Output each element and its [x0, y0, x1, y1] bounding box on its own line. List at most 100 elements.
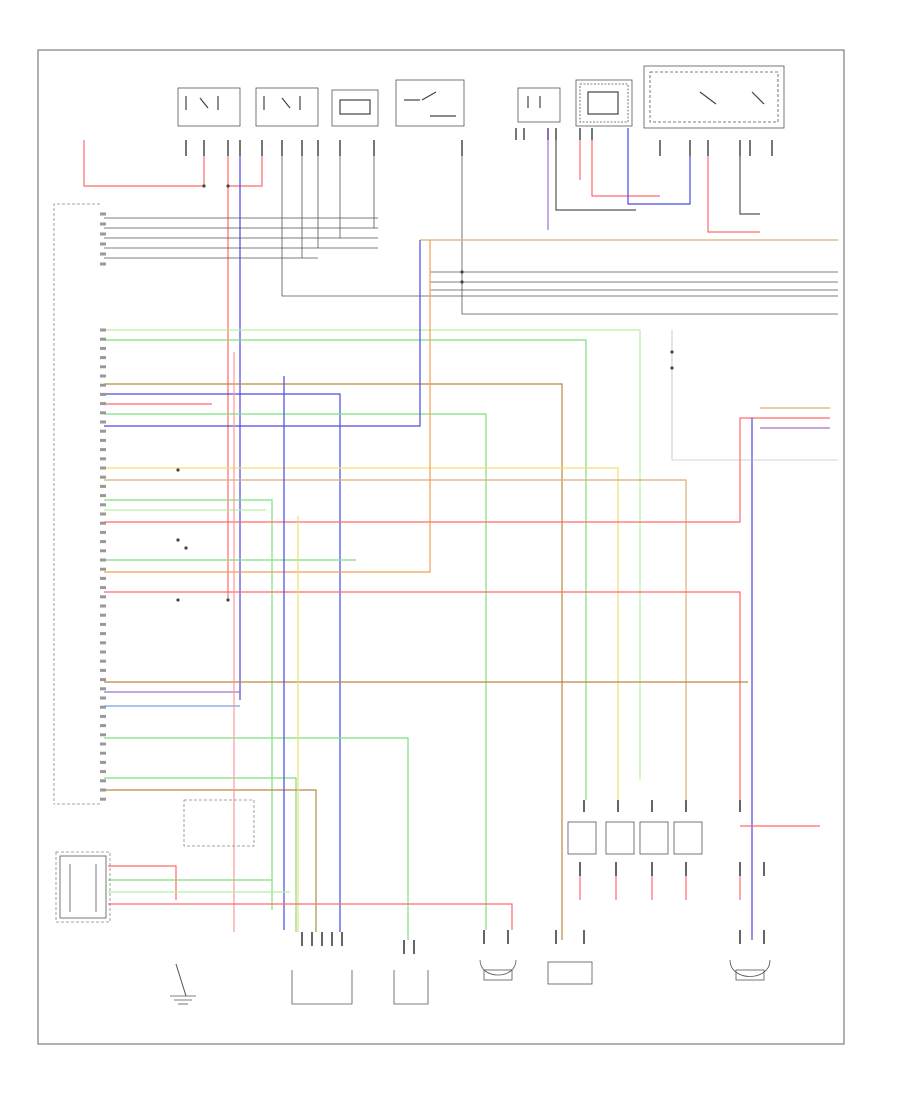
ecm-pin: [100, 337, 106, 341]
wire-blue-2: [104, 393, 341, 932]
ecm-pin: [100, 494, 106, 498]
wire-red-bl-2: [108, 903, 513, 930]
ecm-pin: [100, 466, 106, 470]
ecm-pin: [100, 641, 106, 645]
fuse-relay-box-2: [255, 87, 319, 127]
wire-tan-1: [104, 479, 687, 800]
wire-dark-long-2: [461, 156, 838, 315]
bottom-components: [170, 821, 771, 1005]
ecm-pin: [100, 420, 106, 424]
splice-dot: [176, 538, 180, 542]
diagram-border: [37, 49, 845, 1045]
ecm-pin: [100, 365, 106, 369]
ecm-pin: [100, 530, 106, 534]
ecm-pin: [100, 742, 106, 746]
left-module-outlines: [53, 203, 255, 923]
wire-red-sensor-3: [591, 140, 660, 197]
ecm-pin: [100, 392, 106, 396]
ecm-pin: [100, 678, 106, 682]
top-components: [177, 65, 785, 129]
top-connector-pin: [100, 222, 106, 226]
ecm-pin: [100, 797, 106, 801]
splice-dot: [176, 598, 180, 602]
top-connector-pin: [100, 232, 106, 236]
solenoid-valve-1: [479, 959, 517, 976]
ecm-pin: [100, 687, 106, 691]
switch-c: [639, 821, 669, 855]
wire-brown-1: [104, 383, 563, 940]
solenoid-valve-2: [547, 961, 593, 985]
splice-dot: [202, 184, 206, 188]
ecm-pin: [100, 733, 106, 737]
splice-dot: [226, 598, 230, 602]
wire-red-top-feed-2: [227, 156, 263, 187]
ground-lead: [175, 963, 187, 997]
wire-grey-dashed: [671, 330, 838, 461]
wire-dark-long-1: [281, 156, 838, 297]
wire-brown-2: [104, 789, 317, 932]
ecm-pin: [100, 714, 106, 718]
ecm-pin: [100, 457, 106, 461]
ecm-pin: [100, 383, 106, 387]
junction-block: [643, 65, 785, 129]
ecm-pin: [100, 576, 106, 580]
top-connector-pin: [100, 252, 106, 256]
junction-block-inner: [649, 71, 779, 123]
splice-dot: [460, 280, 464, 284]
splice-dot: [460, 270, 464, 274]
wire-red-long-right: [104, 417, 830, 523]
ecm-pin: [100, 751, 106, 755]
fuse-relay-box-1: [177, 87, 241, 127]
wire-blue-top-right: [627, 128, 691, 205]
ecm-pin: [100, 448, 106, 452]
bottom-connector-pins: [301, 800, 765, 954]
wire-lightgreen-1: [104, 329, 641, 780]
ecm-pin: [100, 356, 106, 360]
switch-contacts: [185, 91, 765, 117]
ecm-pin: [100, 650, 106, 654]
wire-harness: [83, 128, 838, 940]
ecm-pin: [100, 402, 106, 406]
sensor-box-2-inner: [579, 83, 629, 123]
module-box-bottom-left: [59, 855, 107, 919]
ecm-pin: [100, 521, 106, 525]
ecm-pin: [100, 512, 106, 516]
relay-box-3: [331, 89, 379, 127]
ecm-pin: [100, 604, 106, 608]
splice-dot: [670, 350, 674, 354]
ecm-pin: [100, 788, 106, 792]
splice-dot: [176, 468, 180, 472]
data-link-connector: [291, 970, 353, 1005]
splice-dot: [670, 366, 674, 370]
top-connector-pin: [100, 242, 106, 246]
ecm-pin: [100, 779, 106, 783]
ecm-pin: [100, 475, 106, 479]
wire-yellow-1: [104, 467, 619, 800]
splice-dot: [184, 546, 188, 550]
ecm-pin: [100, 668, 106, 672]
wire-red-top-right: [707, 156, 760, 233]
top-connector-pins: [185, 128, 773, 156]
ecm-pin: [100, 540, 106, 544]
wire-dark-top-right: [739, 156, 760, 215]
wire-orange-1: [104, 240, 431, 573]
switch-a: [567, 821, 597, 855]
ecm-pin: [100, 484, 106, 488]
ecm-pin: [100, 328, 106, 332]
ecm-pin: [100, 770, 106, 774]
ignition-switch-box: [395, 79, 465, 127]
ecm-pin: [100, 622, 106, 626]
ecm-pin: [100, 659, 106, 663]
wire-blue-3: [104, 240, 421, 427]
switch-b: [605, 821, 635, 855]
wire-red-bl-1: [108, 865, 177, 900]
ecm-connector-pins: [100, 212, 106, 801]
ecm-pin: [100, 632, 106, 636]
wire-sensor-ground: [555, 140, 636, 211]
ecm-pin: [100, 549, 106, 553]
wire-red-top-feed: [83, 140, 205, 187]
wire-green-5: [104, 737, 409, 940]
ecm-pin: [100, 503, 106, 507]
